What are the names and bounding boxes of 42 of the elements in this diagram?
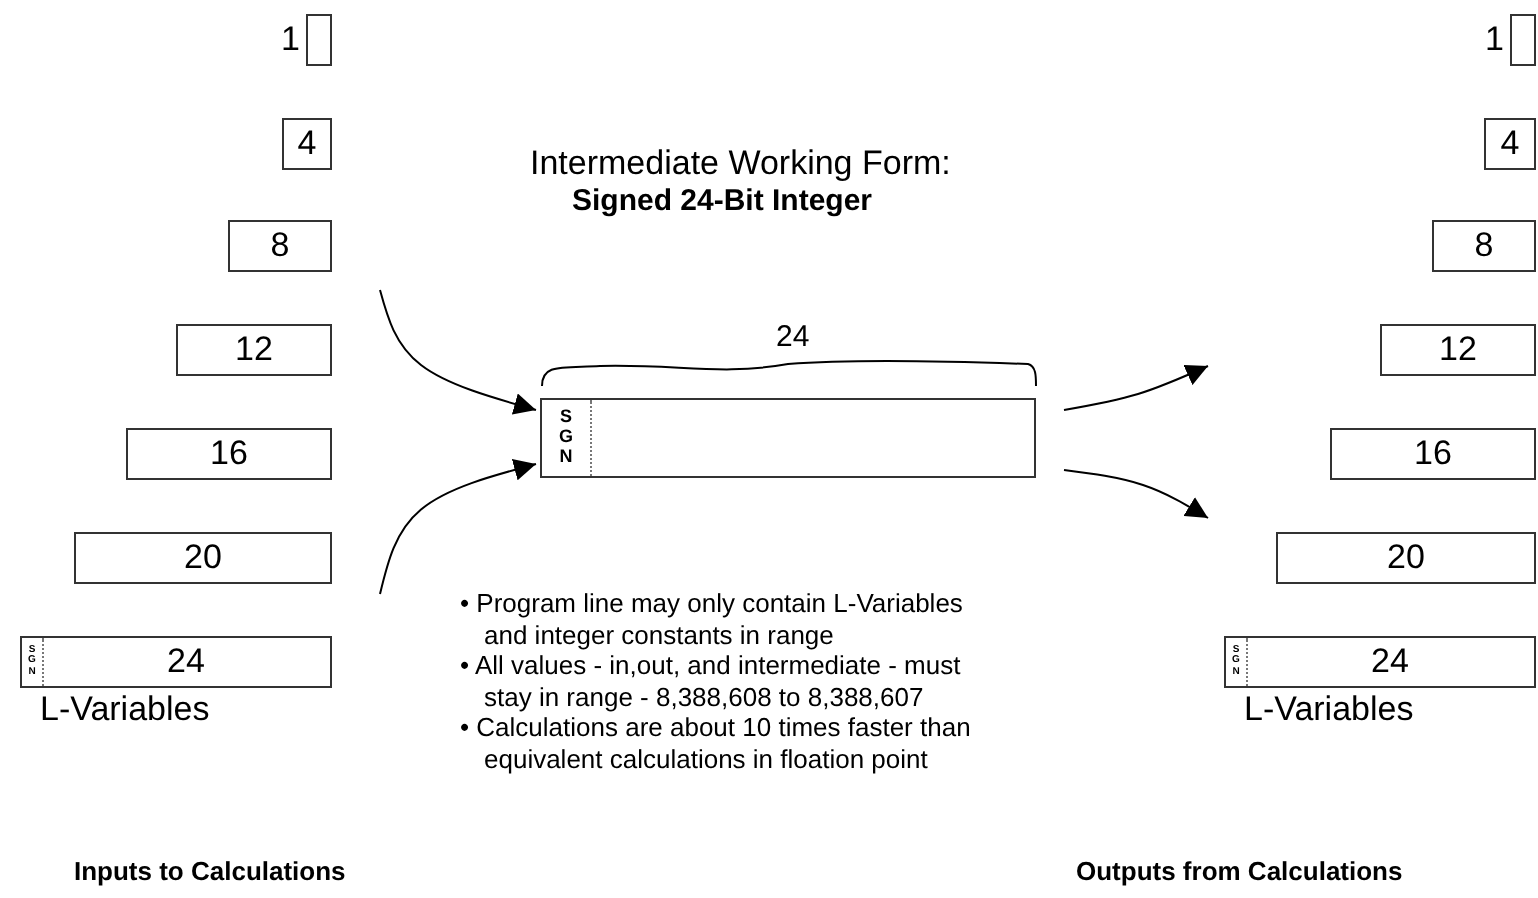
bit-width-label: 24: [165, 640, 207, 684]
variable-box: [282, 118, 332, 170]
bit-width-label: 1: [1485, 18, 1506, 62]
note-text: • Program line may only contain L-Variables and integer constants in range: [460, 588, 965, 650]
heading: Outputs from Calculations: [1076, 856, 1403, 886]
variable-box: [228, 220, 332, 272]
bit-width-label: 20: [182, 536, 224, 580]
variable-box: [1432, 220, 1536, 272]
variable-box: [74, 532, 332, 584]
variable-box: [1484, 118, 1536, 170]
variable-box: [126, 428, 332, 480]
variable-box: [1276, 532, 1536, 584]
sign-label: S G N: [557, 408, 575, 468]
bit-width-label: 24: [1369, 640, 1411, 684]
bit-width-label: 4: [1498, 122, 1522, 166]
bit-width-label: 8: [1472, 224, 1496, 268]
arrow: [1063, 469, 1209, 519]
label: 24: [776, 320, 810, 354]
bit-width-label: 4: [295, 122, 319, 166]
arrow: [379, 289, 537, 415]
node-label: L-Variables: [1244, 690, 1414, 730]
node-label: L-Variables: [40, 690, 210, 730]
heading: Signed 24-Bit Integer: [572, 184, 873, 218]
variable-box: [20, 636, 332, 688]
bit-width-label: 12: [233, 328, 275, 372]
register-box: [540, 398, 1036, 478]
bit-width-label: 16: [1412, 432, 1454, 476]
variable-box: [1224, 636, 1536, 688]
variable-box: [1330, 428, 1536, 480]
bit-width-label: 8: [268, 224, 292, 268]
note-text: • All values - in,out, and intermediate - must stay in range - 8,388,608 to 8,388,607: [460, 650, 963, 712]
bit-width-label: 1: [281, 18, 302, 62]
variable-box: [1380, 324, 1536, 376]
arrow: [1063, 365, 1209, 411]
note-text: • Calculations are about 10 times faster than equivalent calculations in floation point: [460, 712, 973, 774]
arrow: [379, 459, 537, 595]
bit-width-label: 20: [1385, 536, 1427, 580]
bit-width-label: 12: [1437, 328, 1479, 372]
bit-width-label: 16: [208, 432, 250, 476]
variable-box: [176, 324, 332, 376]
heading: Inputs to Calculations: [74, 856, 346, 886]
label: Intermediate Working Form:: [530, 144, 951, 184]
